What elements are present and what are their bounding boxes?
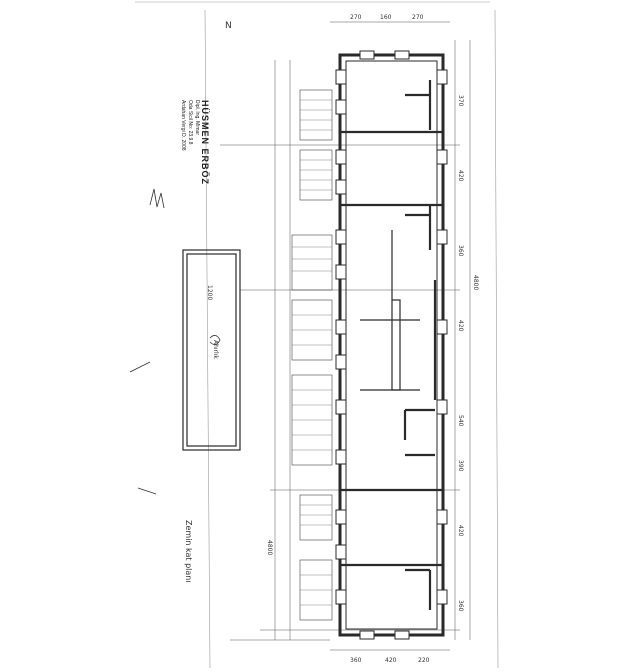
side-dim-4: 420 bbox=[457, 320, 464, 332]
hand-sketch-strokes bbox=[129, 188, 221, 495]
central-structure bbox=[360, 230, 420, 391]
architect-stamp: HÜSMEN ERBÖZ Dipl. Ing. Mimar Oda Sicil … bbox=[160, 100, 210, 220]
stair-blocks bbox=[291, 89, 333, 621]
annex-building bbox=[182, 249, 241, 451]
bottom-dim-3: 220 bbox=[418, 657, 430, 664]
annex-label: Ahırlık bbox=[212, 340, 219, 359]
side-dim-7: 420 bbox=[457, 525, 464, 537]
bottom-dim-1: 360 bbox=[350, 657, 362, 664]
stamp-line: Ardahan Vergi D. 2008 bbox=[180, 100, 186, 151]
window-openings bbox=[335, 50, 448, 640]
stair-treads bbox=[292, 99, 332, 606]
side-dim-2: 420 bbox=[457, 170, 464, 182]
plan-title-note: Zemin kat planı bbox=[184, 520, 193, 583]
dimension-lines bbox=[220, 21, 471, 651]
outer-walls-inner-line bbox=[345, 60, 438, 630]
stamp-line: Oda Sicil No: 23.9.8 bbox=[187, 100, 193, 145]
side-dim-8: 360 bbox=[457, 600, 464, 612]
dimension-text: N 270 160 270 360 420 220 4800 4800 1200… bbox=[184, 14, 479, 664]
interior-walls bbox=[340, 80, 443, 610]
right-total-dim: 4800 bbox=[472, 275, 479, 290]
top-dim-1: 270 bbox=[350, 14, 362, 21]
side-dim-6: 390 bbox=[457, 460, 464, 472]
north-mark: N bbox=[225, 21, 232, 31]
side-dim-5: 540 bbox=[457, 415, 464, 427]
top-dim-3: 270 bbox=[412, 14, 424, 21]
left-total-dim-a: 4800 bbox=[266, 540, 273, 555]
outer-walls bbox=[338, 53, 445, 637]
stamp-architect-name: HÜSMEN ERBÖZ bbox=[200, 100, 210, 186]
sheet-frame bbox=[135, 1, 499, 669]
stamp-line: Dipl. Ing. Mimar bbox=[194, 100, 200, 136]
bottom-dim-2: 420 bbox=[385, 657, 397, 664]
top-dim-2: 160 bbox=[380, 14, 392, 21]
side-dim-3: 360 bbox=[457, 245, 464, 257]
left-total-dim-b: 1200 bbox=[206, 285, 213, 300]
side-dim-1: 370 bbox=[457, 95, 464, 107]
